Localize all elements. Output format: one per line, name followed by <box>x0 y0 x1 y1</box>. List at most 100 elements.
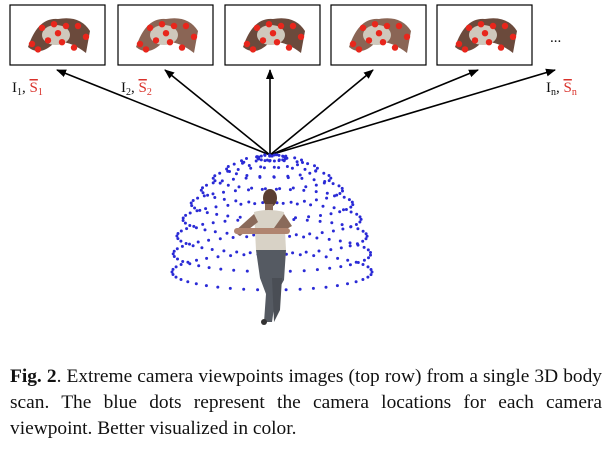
camera-dot <box>349 225 353 229</box>
camera-dot <box>369 273 373 277</box>
camera-dot <box>263 187 267 191</box>
camera-dot <box>300 176 304 180</box>
camera-dot <box>237 185 241 189</box>
camera-dot <box>366 265 370 269</box>
camera-dot <box>338 239 342 243</box>
camera-dot <box>252 233 256 237</box>
camera-dot <box>235 250 239 254</box>
camera-dot <box>245 174 249 177</box>
camera-dot <box>339 265 343 269</box>
camera-dot <box>317 249 321 253</box>
keypoint <box>277 22 285 30</box>
keypoint <box>383 22 391 30</box>
camera-dot <box>223 219 227 223</box>
keypoint <box>178 44 186 51</box>
camera-dot <box>302 235 306 239</box>
label-n-image-sub: n <box>551 87 556 98</box>
keypoint <box>297 33 305 40</box>
camera-dot <box>327 237 331 241</box>
camera-dot <box>277 153 281 157</box>
body-scan-figure <box>234 189 292 325</box>
camera-dot <box>354 280 358 284</box>
camera-dot <box>369 253 372 257</box>
label-n-pose-sub: n <box>572 87 577 98</box>
label-n-sep: , <box>556 80 564 96</box>
camera-dot <box>215 212 219 216</box>
keypoint <box>497 44 505 51</box>
keypoint <box>489 22 497 30</box>
keypoint <box>152 37 160 44</box>
view-thumbnail <box>436 4 533 66</box>
camera-dot <box>349 210 353 214</box>
camera-dot <box>341 189 344 193</box>
camera-dot <box>194 282 198 286</box>
camera-dot <box>320 231 324 235</box>
camera-dot <box>337 184 341 188</box>
keypoint <box>74 22 82 30</box>
camera-dot <box>314 169 318 173</box>
camera-dot <box>281 201 285 205</box>
camera-dot <box>176 257 179 261</box>
camera-dot <box>311 286 315 290</box>
keypoint <box>162 30 170 37</box>
camera-dot <box>254 159 258 163</box>
camera-dot <box>367 256 370 260</box>
camera-dot <box>195 209 199 213</box>
camera-dot <box>369 268 373 271</box>
camera-dot <box>369 251 372 254</box>
camera-dot <box>281 154 285 158</box>
label-1-image-name: I <box>12 80 17 96</box>
camera-dot <box>331 229 335 233</box>
camera-dot <box>210 248 214 251</box>
keypoint <box>265 21 273 28</box>
keypoint <box>190 33 198 40</box>
camera-dot <box>196 240 200 244</box>
keypoint <box>289 22 297 30</box>
camera-dot <box>272 175 276 179</box>
camera-dot <box>184 242 188 245</box>
camera-dot <box>315 268 319 272</box>
camera-dot <box>294 233 298 237</box>
camera-dot <box>340 186 344 190</box>
camera-dot <box>236 168 240 171</box>
keypoint <box>146 24 154 31</box>
camera-dot <box>179 278 183 281</box>
figure-caption: Fig. 2. Extreme camera viewpoints images… <box>10 364 602 442</box>
camera-dot <box>354 260 358 264</box>
arrow-view-1 <box>56 69 271 156</box>
camera-dot <box>346 258 350 262</box>
arrow-view-2 <box>164 69 271 156</box>
keypoint <box>62 22 70 30</box>
camera-dot <box>304 250 308 254</box>
camera-dot <box>292 218 296 221</box>
keypoint <box>355 46 363 53</box>
camera-dot <box>261 201 265 205</box>
camera-dot <box>205 211 209 215</box>
camera-dot <box>358 220 362 224</box>
camera-dot <box>216 255 220 259</box>
camera-dot <box>303 167 307 171</box>
keypoint <box>477 21 485 28</box>
camera-dot <box>207 238 211 242</box>
keypoint <box>142 46 150 53</box>
label-2-sep: , <box>131 80 139 96</box>
camera-dot <box>190 204 194 208</box>
camera-dot <box>248 251 252 255</box>
camera-dot <box>300 158 303 162</box>
more-views-ellipsis: ... <box>550 30 561 46</box>
camera-dot <box>226 203 230 207</box>
camera-dot <box>179 263 183 266</box>
camera-dot <box>232 268 236 272</box>
keypoint <box>54 30 62 37</box>
camera-dot <box>258 175 262 179</box>
camera-dot <box>185 227 189 231</box>
keypoint <box>501 22 509 30</box>
keypoint <box>365 37 373 44</box>
camera-dot <box>281 158 285 162</box>
camera-dot <box>236 218 240 222</box>
camera-dot <box>220 179 224 183</box>
camera-dot <box>325 191 329 195</box>
keypoint <box>38 24 46 31</box>
camera-dot <box>204 207 208 211</box>
camera-dot <box>290 166 294 170</box>
